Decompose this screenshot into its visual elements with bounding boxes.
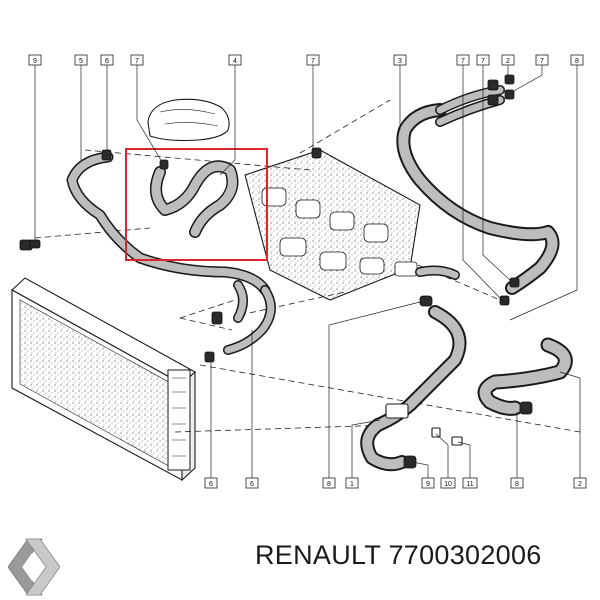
engine-block: [244, 149, 421, 301]
callout-c13: 6: [204, 477, 218, 489]
callout-c4: 7: [130, 54, 144, 66]
svg-text:2: 2: [578, 481, 582, 488]
callout-c9: 7: [476, 54, 490, 66]
svg-text:8: 8: [575, 58, 579, 65]
brand-name: RENAULT: [255, 540, 381, 570]
callout-c18: 10: [440, 477, 456, 489]
svg-text:7: 7: [481, 58, 485, 65]
svg-text:6: 6: [250, 481, 254, 488]
svg-text:1: 1: [350, 481, 354, 488]
svg-text:3: 3: [398, 58, 402, 65]
hose-diagram: 9 5 6 7 4 7 3 7 7 2 7 8 6 6 8 1 9 10 11 …: [11, 54, 587, 489]
svg-text:11: 11: [466, 481, 473, 488]
svg-text:9: 9: [426, 481, 430, 488]
svg-text:6: 6: [209, 481, 213, 488]
highlight-box: [125, 148, 268, 261]
svg-text:7: 7: [540, 58, 544, 65]
callout-c19: 11: [462, 477, 478, 489]
callout-c14: 6: [245, 477, 259, 489]
brand-part-label: RENAULT 7700302006: [255, 540, 542, 571]
callout-c16: 1: [345, 477, 359, 489]
callout-c2: 5: [74, 54, 88, 66]
svg-text:8: 8: [515, 481, 519, 488]
clamps: [19, 74, 533, 469]
svg-text:8: 8: [327, 481, 331, 488]
svg-text:9: 9: [33, 58, 37, 65]
callout-c3: 6: [100, 54, 114, 66]
expansion-tank: [147, 98, 230, 142]
svg-text:7: 7: [461, 58, 465, 65]
callout-c7: 3: [393, 54, 407, 66]
callout-c11: 7: [535, 54, 549, 66]
callout-c8: 7: [456, 54, 470, 66]
leader-lines: [34, 64, 581, 478]
svg-text:7: 7: [135, 58, 139, 65]
callout-c10: 2: [501, 54, 515, 66]
svg-text:5: 5: [79, 58, 83, 65]
callout-c5: 4: [228, 54, 242, 66]
part-number: 7700302006: [388, 540, 542, 570]
callout-c17: 9: [421, 477, 435, 489]
renault-diamond-logo: [8, 538, 60, 596]
svg-text:10: 10: [444, 481, 452, 488]
svg-text:7: 7: [311, 58, 315, 65]
svg-text:6: 6: [105, 58, 109, 65]
callout-c15: 8: [322, 477, 336, 489]
callout-c6: 7: [306, 54, 320, 66]
svg-text:4: 4: [233, 58, 237, 65]
radiator: [11, 277, 196, 482]
callout-c12: 8: [570, 54, 584, 66]
svg-text:2: 2: [506, 58, 510, 65]
callout-c1: 9: [28, 54, 42, 66]
footer: [0, 515, 600, 600]
callout-c21: 2: [573, 477, 587, 489]
callout-c20: 8: [510, 477, 524, 489]
